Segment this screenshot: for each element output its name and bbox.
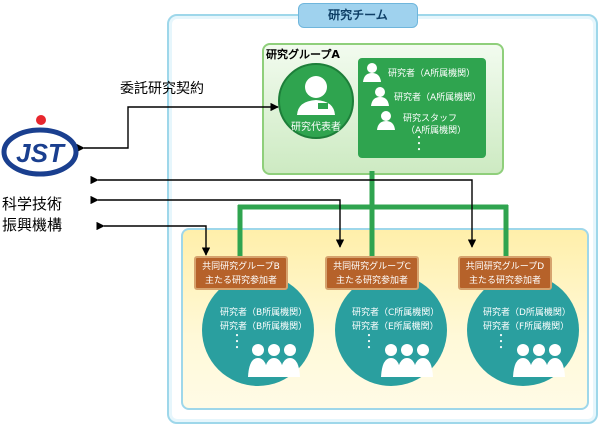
group-d-title-box: 共同研究グループD 主たる研究参加者 (458, 256, 552, 290)
group-a-member-3-affiliation: （A所属機関） (406, 126, 467, 136)
group-b-subtitle: 主たる研究参加者 (204, 276, 277, 286)
jst-to-group-b-arrow (96, 221, 211, 256)
principal-investigator-circle (278, 63, 354, 139)
group-c-people-icon (381, 344, 433, 377)
group-b-more-dots: ・・・ (232, 331, 242, 354)
group-b-member-2: 研究者（B所属機関） (220, 322, 308, 332)
jst-name-line2: 振興機構 (2, 216, 63, 234)
group-c-member-1: 研究者（C所属機関） (352, 308, 440, 318)
group-b-people-icon (248, 344, 300, 377)
group-d-member-1: 研究者（D所属機関） (483, 308, 571, 318)
person-icon (297, 76, 335, 115)
group-c-title: 共同研究グループC (333, 262, 411, 272)
group-c-member-2: 研究者（E所属機関） (352, 322, 439, 332)
group-a-members-box (358, 58, 486, 158)
team-title: 研究チーム (298, 3, 418, 28)
jst-logo-text: JST (16, 138, 66, 168)
group-d-member-2: 研究者（F所属機関） (483, 322, 570, 332)
jst-to-group-d-arrow (90, 175, 477, 248)
group-b-title: 共同研究グループB (202, 262, 280, 272)
group-a-member-1: 研究者（A所属機関） (388, 69, 476, 79)
jst-logo-red-dot (36, 115, 46, 125)
group-d-more-dots: ・・・ (496, 331, 506, 354)
group-c-more-dots: ・・・ (364, 331, 374, 354)
group-a-more-dots: ・・・ (414, 133, 424, 156)
group-b-title-box: 共同研究グループB 主たる研究参加者 (194, 256, 288, 290)
group-c-title-box: 共同研究グループC 主たる研究参加者 (325, 256, 419, 290)
group-a-member-3: 研究スタッフ (403, 114, 458, 124)
jst-name-line1: 科学技術 (2, 195, 63, 213)
group-a-member-2: 研究者（A所属機関） (394, 93, 482, 103)
jst-to-group-c-arrow (90, 195, 345, 248)
contract-label: 委託研究契約 (120, 81, 204, 97)
group-d-title: 共同研究グループD (465, 262, 545, 272)
group-c-subtitle: 主たる研究参加者 (335, 276, 408, 286)
contract-arrow (76, 102, 279, 153)
pi-label: 研究代表者 (291, 122, 341, 133)
group-d-subtitle: 主たる研究参加者 (468, 276, 541, 286)
group-b-member-1: 研究者（B所属機関） (220, 308, 308, 318)
group-d-people-icon (513, 344, 565, 377)
group-a-label: 研究グループA (266, 48, 340, 61)
